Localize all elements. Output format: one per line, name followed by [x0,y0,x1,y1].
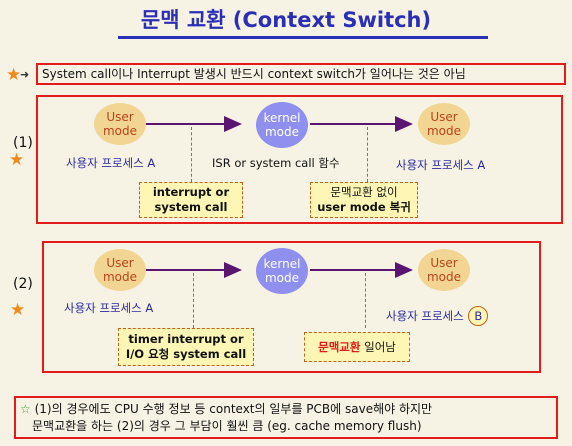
case2-circled-b: B [468,306,489,326]
case2-dash-left [193,273,194,328]
case2-user-mode-left: User mode [94,249,146,291]
case1-box-right-line1: 문맥교환 없이 [330,185,398,199]
star-icon: ★ [6,65,22,85]
case1-box-right-line2: user mode 복귀 [317,200,411,214]
case1-label-left: 사용자 프로세스 A [66,156,156,170]
arrow-bullet-icon: ➜ [20,68,30,81]
case2-label-right: 사용자 프로세스 B [386,306,489,326]
case1-number: (1) [13,135,33,151]
case1-user-mode-left-label: User mode [102,110,138,138]
case1-user-mode-right: User mode [418,103,470,145]
case2-box-left: timer interrupt or I/O 요청 system call [118,328,254,366]
footer-line1-row: ☆ (1)의 경우에도 CPU 수행 정보 등 context의 일부를 PCB… [20,401,556,418]
case1-box-left-line1: interrupt or [152,185,230,199]
page-title: 문맥 교환 (Context Switch) [140,8,432,32]
case2-user-mode-right: User mode [418,249,470,291]
case2-label-left: 사용자 프로세스 A [64,301,154,315]
star-icon: ★ [10,300,26,320]
case1-box-left: interrupt or system call [139,182,243,218]
case2-panel [42,241,541,373]
case2-box-left-line2: I/O 요청 system call [125,347,247,361]
case1-kernel-mode: kernel mode [256,102,308,148]
case2-kernel-mode: kernel mode [256,248,308,294]
case2-box-right: 문맥교환 일어남 [304,332,410,362]
case1-box-right: 문맥교환 없이 user mode 복귀 [310,182,418,218]
note-box: System call이나 Interrupt 발생시 반드시 context … [36,63,566,85]
case1-dash-left [191,127,192,182]
case1-user-mode-right-label: User mode [426,110,462,138]
case2-box-right-rest: 일어남 [360,339,396,354]
case1-panel [36,95,563,224]
case2-label-right-text: 사용자 프로세스 [386,309,464,323]
footer-line1: (1)의 경우에도 CPU 수행 정보 등 context의 일부를 PCB에 … [34,402,433,416]
case2-dash-right [365,273,366,328]
note-text: System call이나 Interrupt 발생시 반드시 context … [42,67,466,81]
case2-user-mode-left-label: User mode [102,256,138,284]
case1-dash-right [367,127,368,182]
case2-number: (2) [13,276,33,292]
star-icon: ★ [9,150,25,170]
title-underline [118,36,488,39]
case1-label-right: 사용자 프로세스 A [396,158,486,172]
footer-box: ☆ (1)의 경우에도 CPU 수행 정보 등 context의 일부를 PCB… [14,396,558,439]
hollow-star-icon: ☆ [20,402,31,416]
case1-kernel-mode-label: kernel mode [263,111,301,139]
case2-box-left-line1: timer interrupt or [128,332,244,346]
footer-line2: 문맥교환을 하는 (2)의 경우 그 부담이 훨씬 큼 (eg. cache m… [32,419,422,433]
case2-box-right-red: 문맥교환 [318,339,361,354]
case2-user-mode-right-label: User mode [426,256,462,284]
case1-label-mid: ISR or system call 함수 [212,156,340,170]
case2-kernel-mode-label: kernel mode [263,257,301,285]
case1-box-left-line2: system call [154,200,228,214]
case1-user-mode-left: User mode [94,103,146,145]
